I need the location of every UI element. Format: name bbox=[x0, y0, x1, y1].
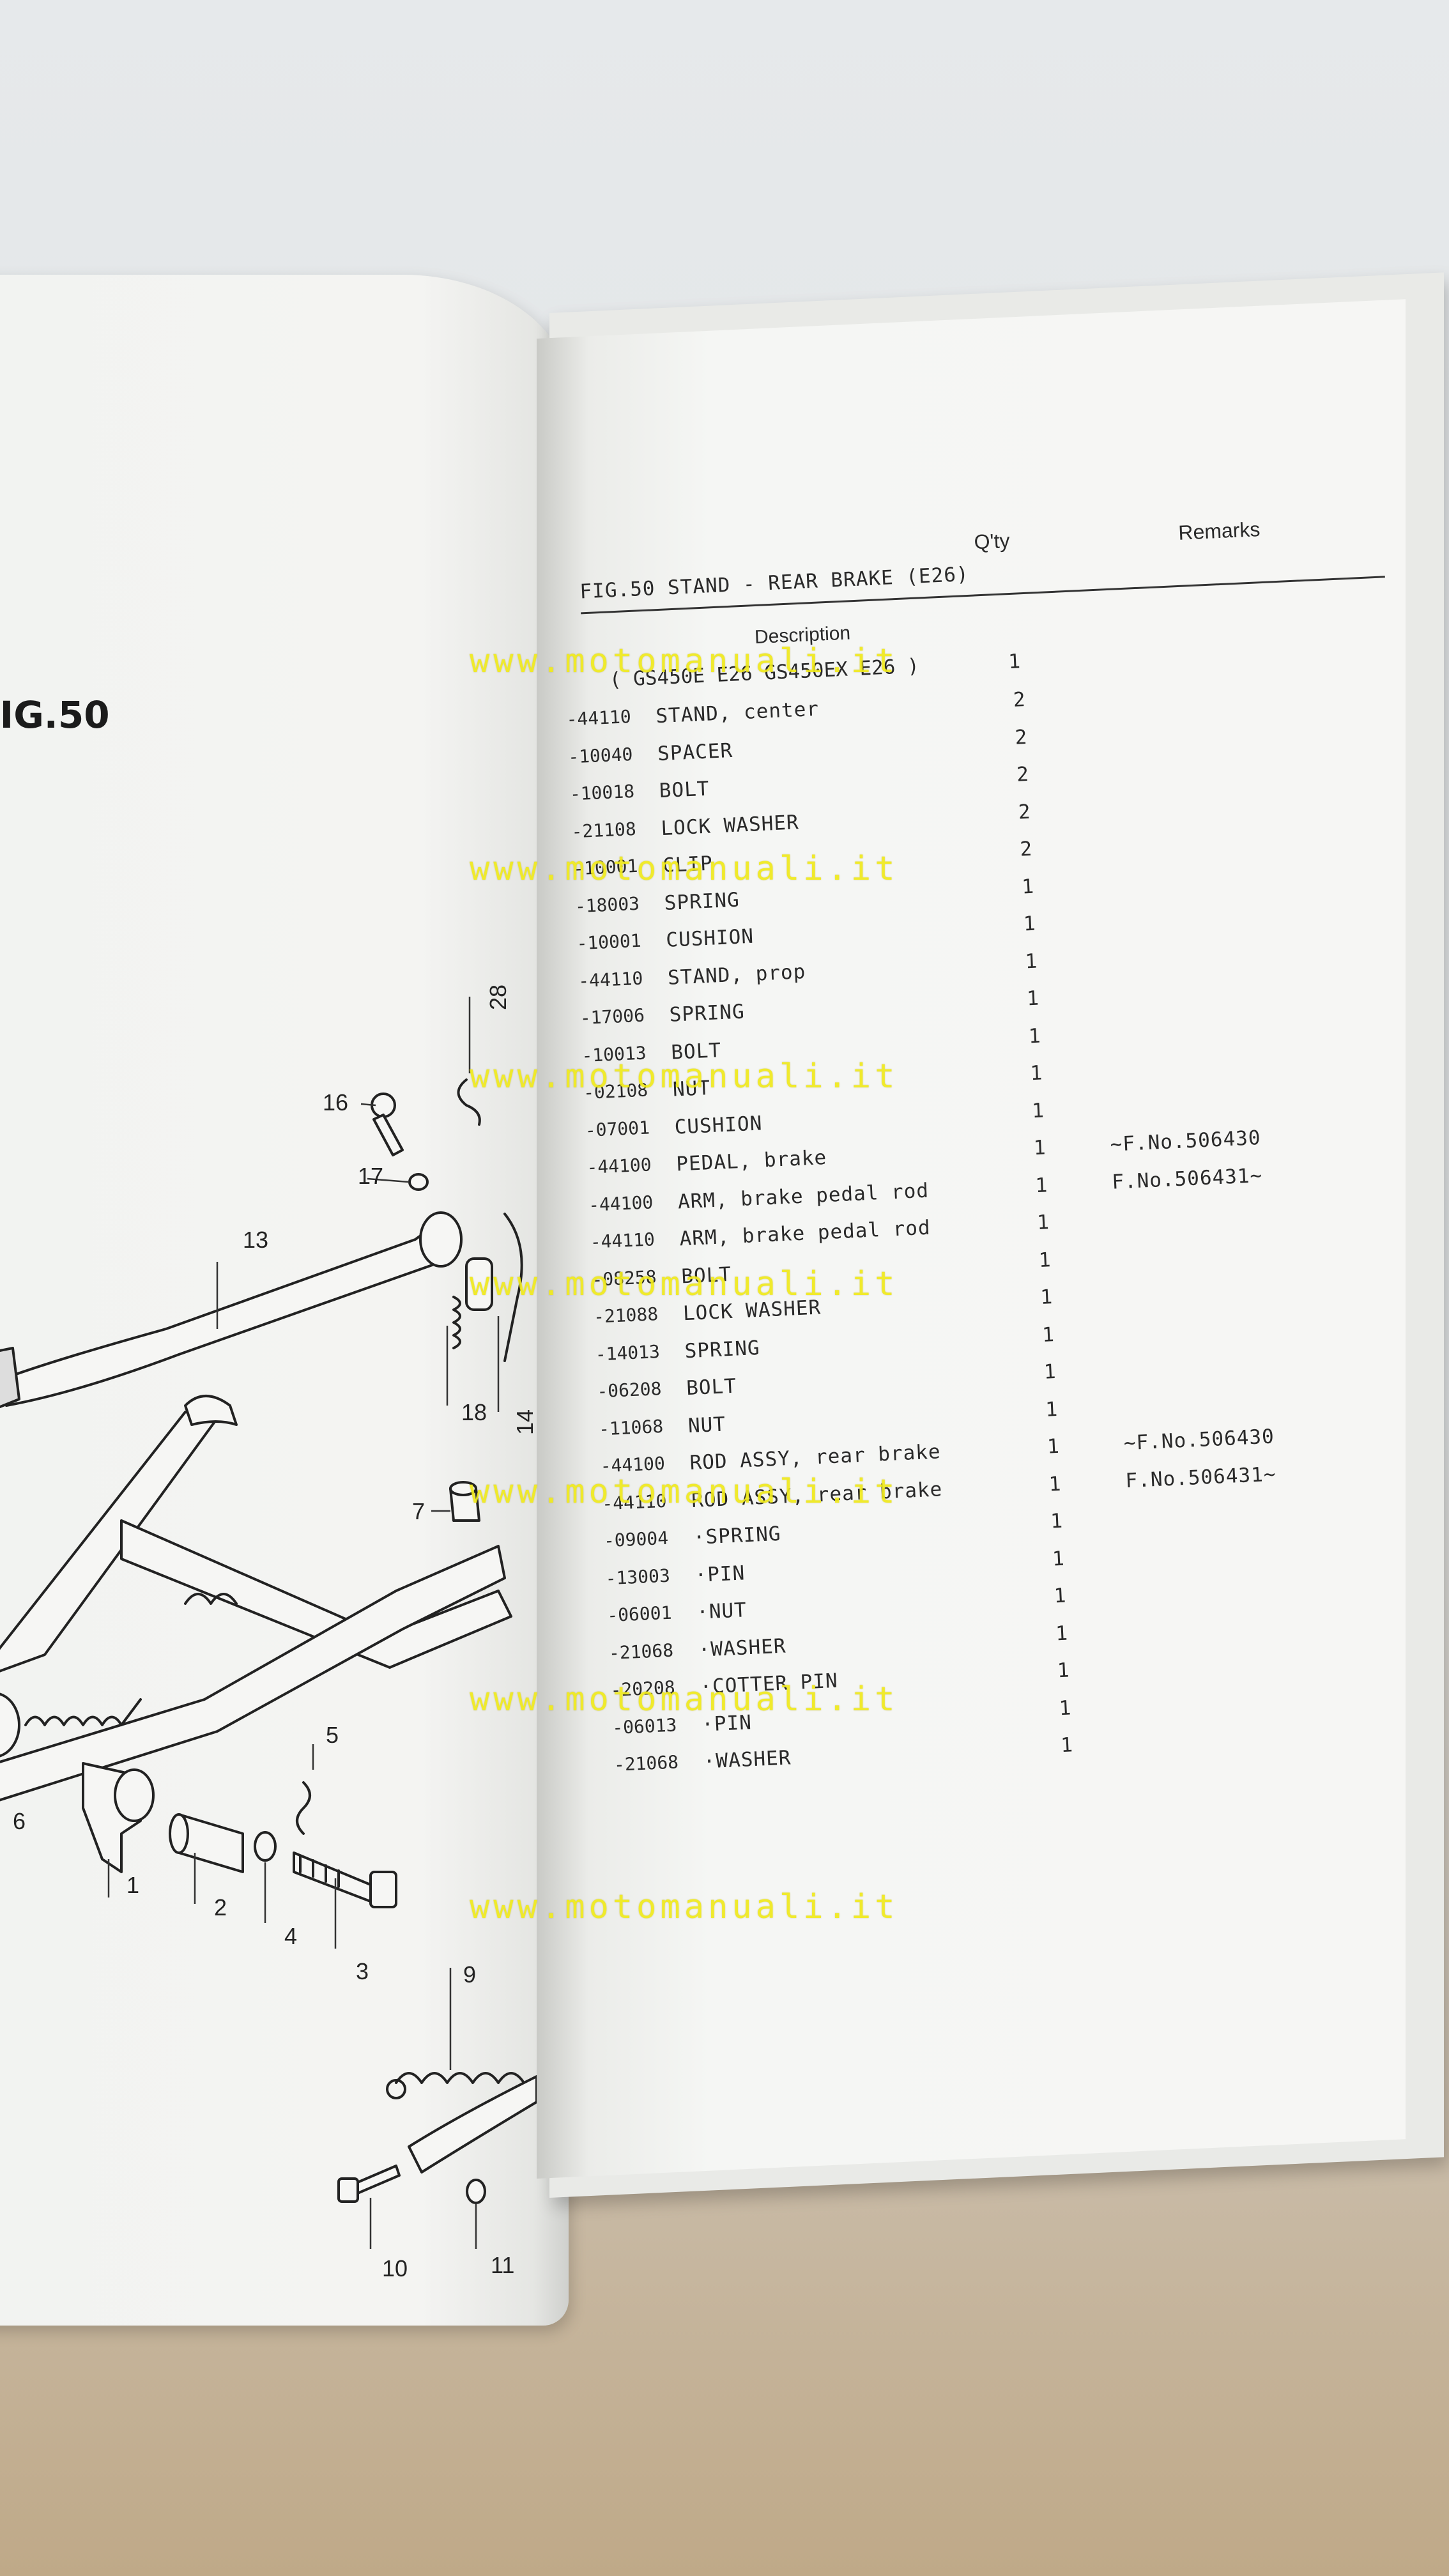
part-number: -17006 bbox=[579, 1004, 645, 1029]
part-qty: 1 bbox=[1029, 1061, 1043, 1085]
model-qty: 1 bbox=[1008, 650, 1021, 674]
part-qty: 1 bbox=[1046, 1434, 1060, 1459]
callout-1: 1 bbox=[126, 1872, 140, 1898]
callout-4: 4 bbox=[284, 1923, 298, 1949]
part-number: -44110 bbox=[578, 967, 644, 992]
part-qty: 1 bbox=[1050, 1509, 1063, 1533]
watermark: www.motomanuali.it bbox=[470, 1473, 899, 1511]
part-number: -44100 bbox=[588, 1191, 654, 1216]
part-qty: 1 bbox=[1043, 1360, 1057, 1384]
watermark: www.motomanuali.it bbox=[470, 1265, 899, 1303]
part-description: ·WASHER bbox=[698, 1634, 787, 1662]
part-description: ·SPRING bbox=[693, 1522, 782, 1549]
callout-7: 7 bbox=[412, 1498, 425, 1524]
part-description: SPRING bbox=[668, 1000, 746, 1027]
part-description: SPACER bbox=[657, 739, 733, 765]
part-qty: 1 bbox=[1045, 1397, 1058, 1422]
part-qty: 1 bbox=[1024, 949, 1038, 973]
part-number: -09004 bbox=[603, 1527, 669, 1552]
part-number: -21068 bbox=[613, 1751, 679, 1775]
part-number: -21088 bbox=[593, 1303, 659, 1328]
part-number: -10040 bbox=[567, 743, 634, 768]
part-qty: 1 bbox=[1023, 912, 1036, 936]
callout-11: 11 bbox=[491, 2252, 515, 2278]
part-qty: 1 bbox=[1038, 1248, 1052, 1272]
part-qty: 1 bbox=[1055, 1621, 1068, 1645]
part-description: STAND, center bbox=[655, 697, 820, 728]
part-description: ·NUT bbox=[696, 1598, 747, 1624]
watermark: www.motomanuali.it bbox=[470, 850, 899, 888]
part-qty: 1 bbox=[1036, 1211, 1050, 1235]
part-number: -13003 bbox=[604, 1565, 671, 1589]
part-description: BOLT bbox=[659, 777, 710, 803]
part-qty: 1 bbox=[1052, 1547, 1065, 1570]
part-qty: 1 bbox=[1041, 1322, 1055, 1347]
callout-17: 17 bbox=[358, 1163, 384, 1189]
part-description: BOLT bbox=[686, 1374, 737, 1400]
qty-header: Q'ty bbox=[973, 528, 1011, 554]
watermark: www.motomanuali.it bbox=[470, 1057, 899, 1096]
part-number: -44110 bbox=[590, 1229, 656, 1253]
part-qty: 1 bbox=[1060, 1733, 1073, 1758]
callout-13: 13 bbox=[243, 1227, 269, 1253]
part-number: -21068 bbox=[608, 1639, 674, 1664]
watermark: www.motomanuali.it bbox=[470, 1680, 899, 1719]
part-qty: 1 bbox=[1031, 1098, 1045, 1123]
part-qty: 2 bbox=[1019, 837, 1033, 861]
part-qty: 2 bbox=[1014, 725, 1028, 749]
callout-6: 6 bbox=[13, 1808, 26, 1834]
remarks-header: Remarks bbox=[1177, 518, 1261, 544]
part-qty: 1 bbox=[1057, 1659, 1070, 1683]
watermark: www.motomanuali.it bbox=[470, 642, 899, 680]
part-number: -14013 bbox=[594, 1340, 661, 1365]
part-qty: 1 bbox=[1033, 1136, 1046, 1160]
watermark: www.motomanuali.it bbox=[470, 1888, 899, 1926]
part-description: CUSHION bbox=[673, 1111, 763, 1139]
part-description: SPRING bbox=[684, 1336, 761, 1363]
part-qty: 1 bbox=[1053, 1584, 1067, 1608]
callout-3: 3 bbox=[356, 1958, 369, 1984]
part-number: -10018 bbox=[569, 780, 635, 805]
part-number: -44110 bbox=[565, 706, 632, 730]
part-description: CUSHION bbox=[665, 924, 755, 952]
callout-2: 2 bbox=[214, 1894, 227, 1920]
part-qty: 1 bbox=[1058, 1696, 1072, 1720]
part-number: -11068 bbox=[598, 1415, 664, 1439]
part-qty: 2 bbox=[1013, 688, 1026, 712]
part-number: -44100 bbox=[586, 1154, 652, 1178]
part-description: NUT bbox=[687, 1412, 726, 1438]
parts-diagram bbox=[0, 997, 538, 2249]
part-qty: 1 bbox=[1048, 1472, 1062, 1496]
part-qty: 1 bbox=[1039, 1285, 1053, 1309]
part-qty: 1 bbox=[1021, 875, 1034, 899]
part-number: -10001 bbox=[576, 930, 642, 954]
part-number: -18003 bbox=[574, 893, 640, 917]
left-page: FIG.50 bbox=[0, 275, 569, 2326]
part-qty: 2 bbox=[1018, 800, 1031, 824]
part-number: -07001 bbox=[585, 1116, 650, 1141]
part-qty: 1 bbox=[1034, 1173, 1048, 1197]
callout-16: 16 bbox=[323, 1089, 349, 1116]
part-number: -06001 bbox=[606, 1602, 673, 1627]
callout-5: 5 bbox=[326, 1722, 339, 1748]
part-qty: 2 bbox=[1016, 762, 1029, 786]
callout-28: 28 bbox=[485, 984, 512, 1011]
callout-14: 14 bbox=[512, 1409, 539, 1436]
part-number: -21108 bbox=[571, 818, 637, 842]
callout-9: 9 bbox=[463, 1961, 477, 1988]
part-qty: 1 bbox=[1028, 1023, 1041, 1048]
callout-18: 18 bbox=[461, 1399, 487, 1425]
part-number: -06208 bbox=[596, 1377, 663, 1402]
part-description: SPRING bbox=[664, 888, 740, 915]
part-description: ·WASHER bbox=[703, 1746, 792, 1774]
part-description: ·PIN bbox=[694, 1561, 746, 1587]
callout-10: 10 bbox=[382, 2255, 408, 2281]
fig-title: FIG.50 bbox=[0, 693, 110, 737]
part-qty: 1 bbox=[1026, 986, 1039, 1011]
